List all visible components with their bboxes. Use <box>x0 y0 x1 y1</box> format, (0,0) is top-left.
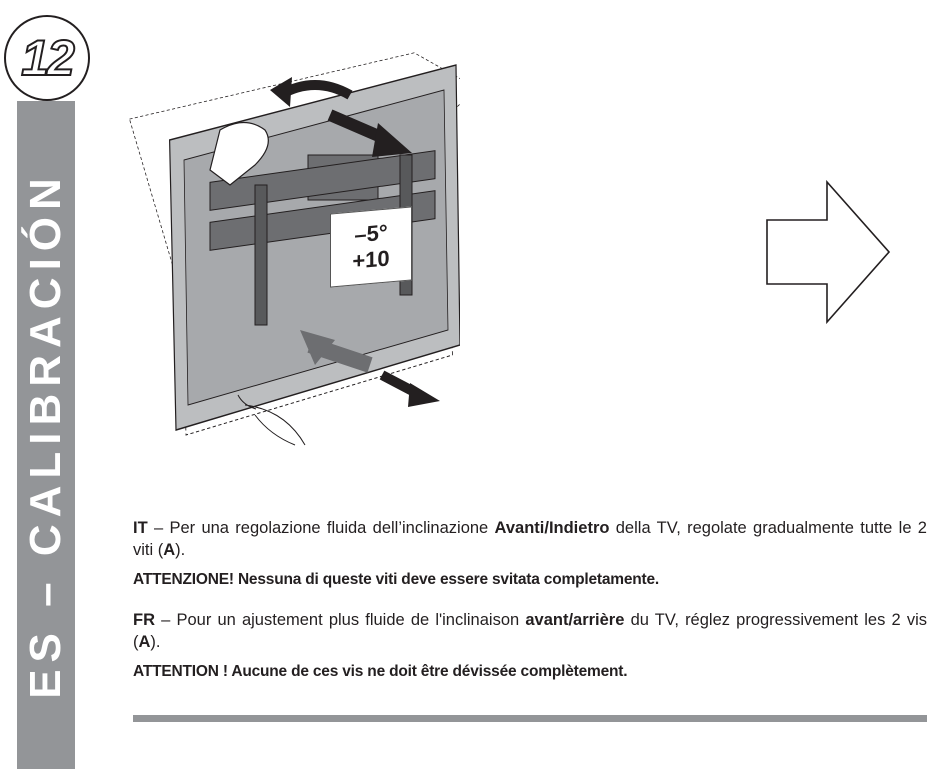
text-it-2: della TV, regolate gradualmente tutte le… <box>133 519 927 559</box>
bold-fr-1: avant/arrière <box>525 611 625 629</box>
sidebar: 12 ES – CALIBRACIÓN <box>0 0 103 769</box>
sidebar-bar <box>17 101 75 769</box>
outline-right-arrow-icon <box>766 180 891 325</box>
tv-mount-illustration <box>129 52 460 446</box>
section-title: ES – CALIBRACIÓN <box>21 171 70 699</box>
bold-it-2: A <box>163 541 176 559</box>
text-fr-3: ). <box>150 633 161 651</box>
language-code-it: IT <box>133 519 148 537</box>
bold-fr-2: A <box>138 633 151 651</box>
warning-it: ATTENZIONE! Nessuna di queste viti deve … <box>133 571 660 588</box>
bold-it-1: Avanti/Indietro <box>494 519 610 537</box>
language-code-fr: FR <box>133 611 155 629</box>
tilt-range-min: –5° <box>354 219 388 248</box>
tilt-range-max: +10 <box>352 245 390 274</box>
text-it-1: Per una regolazione fluida dell’inclinaz… <box>169 519 495 537</box>
tilt-range-label: –5° +10 <box>330 206 412 288</box>
paragraph-it: IT – Per una regolazione fluida dell’inc… <box>133 517 927 561</box>
dash-it: – <box>147 519 170 537</box>
text-it-3: ). <box>175 541 186 559</box>
dash-fr: – <box>155 611 177 629</box>
step-badge: 12 <box>4 15 90 101</box>
warning-fr: ATTENTION ! Aucune de ces vis ne doit êt… <box>133 663 628 680</box>
text-fr-1: Pour un ajustement plus fluide de l'incl… <box>176 611 526 629</box>
footer-divider <box>133 715 927 722</box>
text-fr-2: du TV, réglez progressivement les 2 vis … <box>133 611 927 651</box>
paragraph-fr: FR – Pour un ajustement plus fluide de l… <box>133 609 927 653</box>
instructions-it: IT – Per una regolazione fluida dell’inc… <box>133 517 927 591</box>
step-number: 12 <box>20 29 76 87</box>
instructions-fr: FR – Pour un ajustement plus fluide de l… <box>133 609 927 683</box>
